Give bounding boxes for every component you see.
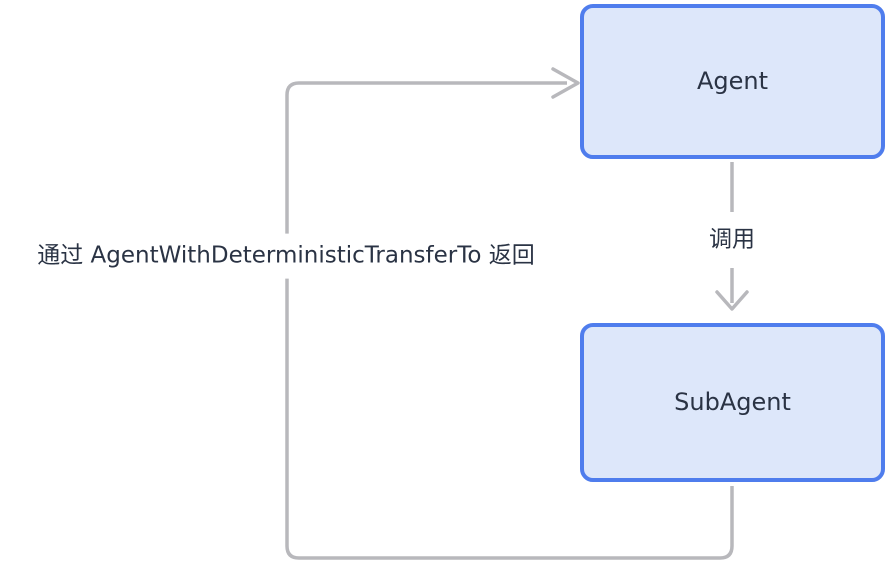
edge-return-line [285,81,734,560]
node-agent-label: Agent [696,67,769,96]
edge-label-return: 通过 AgentWithDeterministicTransferTo 返回 [34,233,538,279]
node-agent: Agent [580,4,885,159]
arrowhead-right-icon [551,67,580,99]
node-subagent-label: SubAgent [674,388,791,417]
arrowhead-down-icon [715,290,749,311]
node-subagent: SubAgent [580,323,885,482]
edge-label-call: 调用 [706,217,758,263]
